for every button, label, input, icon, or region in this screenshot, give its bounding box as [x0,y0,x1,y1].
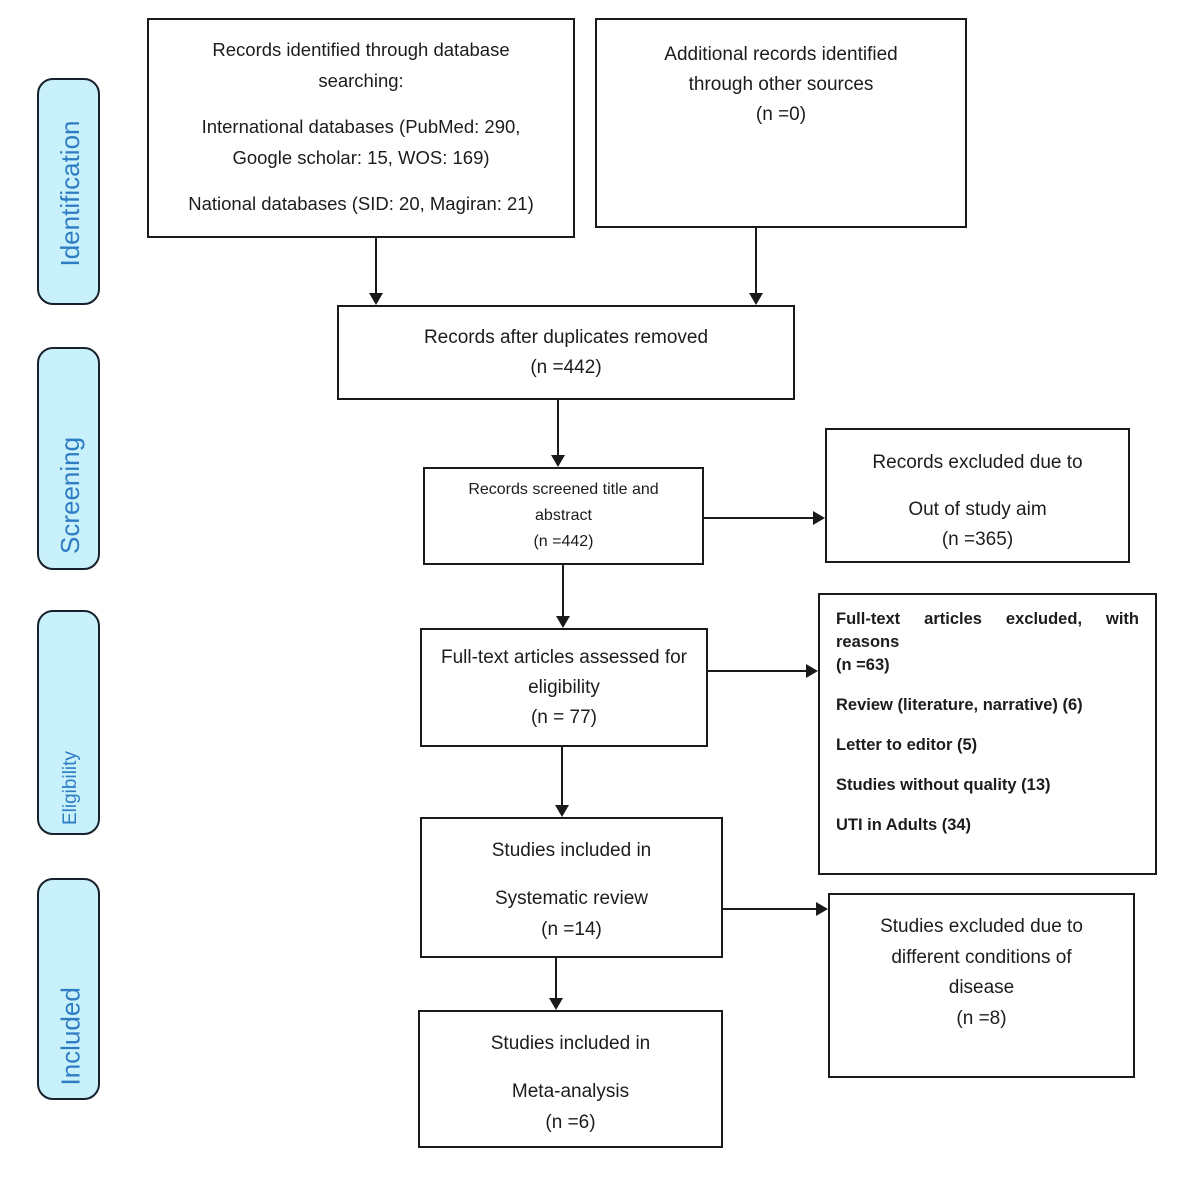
records-identified-national: National databases (SID: 20, Magiran: 21… [188,193,534,214]
arrow-head [551,455,565,467]
arrow-line [562,565,564,617]
box-records-identified: Records identified through database sear… [147,18,575,238]
stage-identification: Identification [37,78,100,305]
stage-eligibility: Eligibility [37,610,100,835]
records-screened-count: (n =442) [533,533,594,550]
box-duplicates-removed: Records after duplicates removed (n =442… [337,305,795,400]
box-systematic-review: Studies included in Systematic review (n… [420,817,723,958]
arrow-head [369,293,383,305]
records-identified-international: International databases (PubMed: 290, Go… [201,116,521,168]
records-screened-text: Records screened title and abstract [468,481,659,524]
box-studies-excluded: Studies excluded due to different condit… [828,893,1135,1078]
fulltext-assessed-count: (n = 77) [530,706,597,728]
box-fulltext-excluded: Full-text articles excluded, with reason… [818,593,1157,875]
exclusion-reason: Review (literature, narrative) (6) [836,696,1083,714]
arrow-line [755,228,757,295]
stage-screening: Screening [37,347,100,570]
stage-included-label: Included [55,987,86,1086]
fulltext-excluded-heading: Full-text articles excluded, with reason… [836,610,1139,651]
records-excluded-count: (n =365) [941,529,1014,550]
records-identified-title: Records identified through database sear… [212,39,510,91]
meta-analysis-count: (n =6) [545,1112,596,1133]
additional-records-count: (n =0) [755,104,807,125]
arrow-head [816,902,828,916]
box-records-screened: Records screened title and abstract (n =… [423,467,704,565]
arrow-head [549,998,563,1010]
fulltext-excluded-count: (n =63) [836,656,890,674]
records-excluded-line2: Out of study aim [908,499,1047,520]
systematic-review-line2: Systematic review [494,888,649,909]
exclusion-reason: Letter to editor (5) [836,736,978,754]
arrow-head [749,293,763,305]
arrow-line [375,238,377,295]
duplicates-removed-text: Records after duplicates removed [423,326,709,348]
records-excluded-line1: Records excluded due to [872,452,1083,473]
box-meta-analysis: Studies included in Meta-analysis (n =6) [418,1010,723,1148]
systematic-review-count: (n =14) [541,919,602,940]
arrow-line [704,517,814,519]
duplicates-removed-count: (n =442) [530,356,602,378]
stage-included: Included [37,878,100,1100]
additional-records-text: Additional records identified through ot… [664,44,898,95]
arrow-line [557,400,559,456]
studies-excluded-count: (n =8) [956,1007,1007,1029]
arrow-line [561,747,563,806]
studies-excluded-text: Studies excluded due to different condit… [880,916,1083,998]
systematic-review-line1: Studies included in [491,840,652,861]
arrow-line [723,908,817,910]
stage-eligibility-label: Eligibility [59,751,81,825]
exclusion-reason: UTI in Adults (34) [836,816,972,834]
box-fulltext-assessed: Full-text articles assessed for eligibil… [420,628,708,747]
fulltext-assessed-text: Full-text articles assessed for eligibil… [440,646,688,698]
arrow-head [806,664,818,678]
box-records-excluded: Records excluded due to Out of study aim… [825,428,1130,563]
box-additional-records: Additional records identified through ot… [595,18,967,228]
stage-screening-label: Screening [55,436,85,554]
arrow-line [555,958,557,999]
arrow-head [556,616,570,628]
meta-analysis-line1: Studies included in [490,1033,651,1054]
stage-identification-label: Identification [55,120,85,267]
meta-analysis-line2: Meta-analysis [511,1081,630,1102]
arrow-head [555,805,569,817]
arrow-head [813,511,825,525]
arrow-line [708,670,807,672]
exclusion-reason: Studies without quality (13) [836,776,1051,794]
